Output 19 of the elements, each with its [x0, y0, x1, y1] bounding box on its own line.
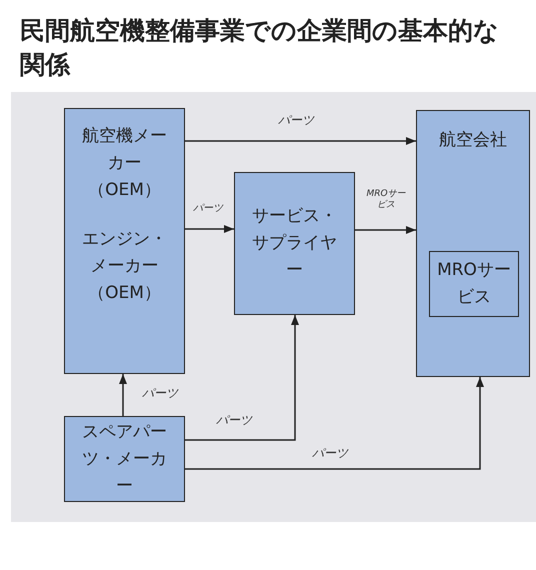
company-box [64, 416, 185, 502]
company-box [416, 110, 530, 377]
arrow [185, 137, 416, 145]
arrow [119, 374, 127, 416]
box-label: MROサービス [436, 259, 512, 309]
box-label: 航空機メーカー（OEM） [81, 125, 168, 202]
box-label: サービス・サプライヤー [251, 205, 338, 282]
box-label: エンジン・メーカー（OEM） [81, 228, 168, 305]
company-box [64, 108, 185, 374]
edge-label: MROサービス [366, 189, 406, 211]
service-box [429, 251, 519, 317]
arrow [355, 226, 416, 234]
box-label: 航空会社 [438, 129, 508, 152]
diagram-title: 民間航空機整備事業での企業間の基本的な関係 [20, 15, 500, 81]
box-label: スペアパーツ・メーカー [81, 420, 168, 498]
arrow [185, 315, 299, 441]
arrow [185, 225, 234, 233]
arrow [185, 377, 484, 470]
company-box [234, 172, 355, 315]
